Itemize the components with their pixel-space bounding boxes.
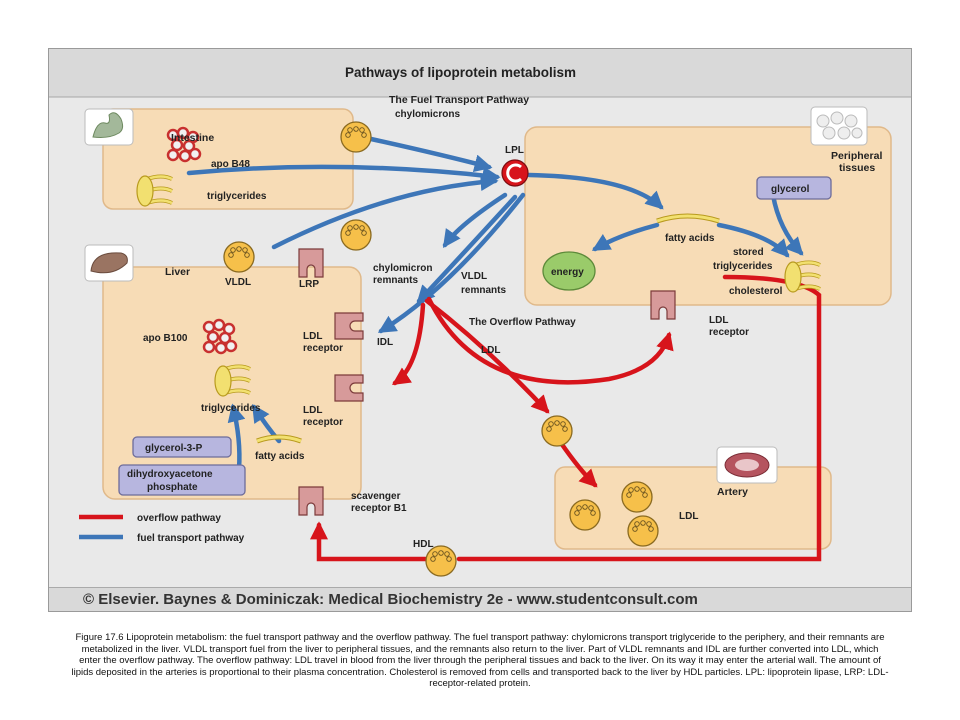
chylomicron-remnant-particle <box>340 219 372 251</box>
energy-label: energy <box>551 267 584 278</box>
dihydroxyacetone-label-2: phosphate <box>147 482 198 493</box>
artery-label: Artery <box>717 486 748 498</box>
legend-fuel-label: fuel transport pathway <box>137 533 245 544</box>
scavenger-receptor-label-2: receptor B1 <box>351 503 407 514</box>
intestine-icon <box>84 108 134 146</box>
artery-ldl-particle-3 <box>627 515 659 547</box>
arrow-fatty-acids-to-stored <box>716 222 790 258</box>
glycerol-label: glycerol <box>771 184 810 195</box>
liver-label: Liver <box>165 266 190 278</box>
dihydroxyacetone-box <box>118 464 246 496</box>
cholesterol-label: cholesterol <box>729 286 783 297</box>
arrow-ldl-into-artery <box>558 440 598 488</box>
scavenger-receptor <box>298 486 324 516</box>
vldl-particle <box>223 241 255 273</box>
artery-box <box>554 466 832 550</box>
lpl-enzyme <box>501 159 529 187</box>
arrow-hdl-to-scavenger <box>310 521 432 562</box>
glycerol-3-p-box <box>132 436 232 458</box>
peripheral-fatty-acids-shape <box>656 213 720 224</box>
peripheral-ldl-receptor-label-1: LDL <box>709 315 728 326</box>
arrow-lpl-to-chylomicron-remnants <box>442 192 508 248</box>
glycerol-3-p-label: glycerol-3-P <box>145 443 203 454</box>
artery-icon <box>716 446 778 484</box>
lipoprotein-diagram: Pathways of lipoprotein metabolism <box>48 48 912 612</box>
arrow-glycerol3p-to-triglycerides <box>227 403 246 472</box>
stored-triglycerides-label-2: triglycerides <box>713 261 773 272</box>
chylomicron-particle <box>340 121 372 153</box>
liver-box <box>102 266 362 500</box>
peripheral-tissues-label-1: Peripheral <box>831 150 882 162</box>
idl-label: IDL <box>377 337 393 348</box>
arrow-vldl-to-lpl <box>271 173 499 250</box>
chylomicron-remnants-label-1: chylomicron <box>373 263 432 274</box>
lpl-label: LPL <box>505 145 524 156</box>
liver-ldl-receptor-1 <box>334 312 364 340</box>
figure-caption: Figure 17.6 Lipoprotein metabolism: the … <box>71 632 889 690</box>
glycerol-box <box>756 176 832 200</box>
dihydroxyacetone-label-1: dihydroxyacetone <box>127 469 213 480</box>
chylomicron-remnants-label-2: remnants <box>373 275 418 286</box>
energy-circle <box>542 251 596 291</box>
intestine-label: Intestine <box>171 132 214 144</box>
arrow-ldl-to-liver-receptor <box>392 302 426 386</box>
chylomicrons-label: chylomicrons <box>395 109 460 120</box>
ldl-particle <box>541 415 573 447</box>
lrp-label: LRP <box>299 279 319 290</box>
arrow-fatty-acids-to-energy <box>591 222 660 252</box>
ldl-flow-label: LDL <box>481 345 500 356</box>
liver-fatty-acids-label: fatty acids <box>255 451 305 462</box>
artery-ldl-label: LDL <box>679 511 698 522</box>
arrow-lpl-to-fatty-acids <box>526 172 664 210</box>
liver-ldl-receptor-2-label-2: receptor <box>303 417 343 428</box>
apo-b100-label: apo B100 <box>143 333 188 344</box>
liver-fatty-acids-shape <box>256 434 302 444</box>
legend-overflow-label: overflow pathway <box>137 513 221 524</box>
liver-ldl-receptor-2-label-1: LDL <box>303 405 322 416</box>
liver-ldl-receptor-2 <box>334 374 364 402</box>
vldl-remnants-label-2: remnants <box>461 285 506 296</box>
peripheral-tissue-icon <box>810 106 868 146</box>
arrow-vldl-remnants-to-idl <box>377 192 526 334</box>
copyright-footer: © Elsevier. Baynes & Dominiczak: Medical… <box>49 587 911 611</box>
peripheral-ldl-receptor-label-2: receptor <box>709 327 749 338</box>
apo-b48-label: apo B48 <box>211 159 250 170</box>
diagram-title: Pathways of lipoprotein metabolism <box>345 65 576 80</box>
intestine-box <box>102 108 354 210</box>
vldl-remnants-label-1: VLDL <box>461 271 487 282</box>
peripheral-fatty-acids-label: fatty acids <box>665 233 715 244</box>
vldl-label: VLDL <box>225 277 251 288</box>
peripheral-ldl-receptor <box>650 290 676 320</box>
scavenger-receptor-label-1: scavenger <box>351 491 401 502</box>
diagram-canvas: Pathways of lipoprotein metabolism <box>49 49 911 577</box>
hdl-label: HDL <box>413 539 434 550</box>
peripheral-tissues-label-2: tissues <box>839 162 875 174</box>
hdl-particle <box>425 545 457 577</box>
artery-ldl-particle-2 <box>569 499 601 531</box>
arrow-ldl-to-artery <box>424 298 550 414</box>
liver-ldl-receptor-1-label-1: LDL <box>303 331 322 342</box>
fuel-pathway-label: The Fuel Transport Pathway <box>389 94 529 106</box>
arrow-remnants-to-ldl-receptor <box>416 194 518 304</box>
intestine-triglycerides-label: triglycerides <box>207 191 267 202</box>
overflow-pathway-label: The Overflow Pathway <box>469 317 576 328</box>
liver-triglycerides-label: triglycerides <box>201 403 261 414</box>
arrow-glycerol-to-stored <box>770 192 804 256</box>
liver-ldl-receptor-1-label-2: receptor <box>303 343 343 354</box>
liver-icon <box>84 244 134 282</box>
artery-ldl-particle-1 <box>621 481 653 513</box>
arrow-chylomicrons-to-lpl <box>368 136 493 173</box>
stored-triglycerides-label-1: stored <box>733 247 764 258</box>
arrow-intestine-to-lpl <box>186 164 501 185</box>
title-bar <box>49 49 911 97</box>
arrow-ldl-to-peripheral-receptor <box>426 296 674 385</box>
